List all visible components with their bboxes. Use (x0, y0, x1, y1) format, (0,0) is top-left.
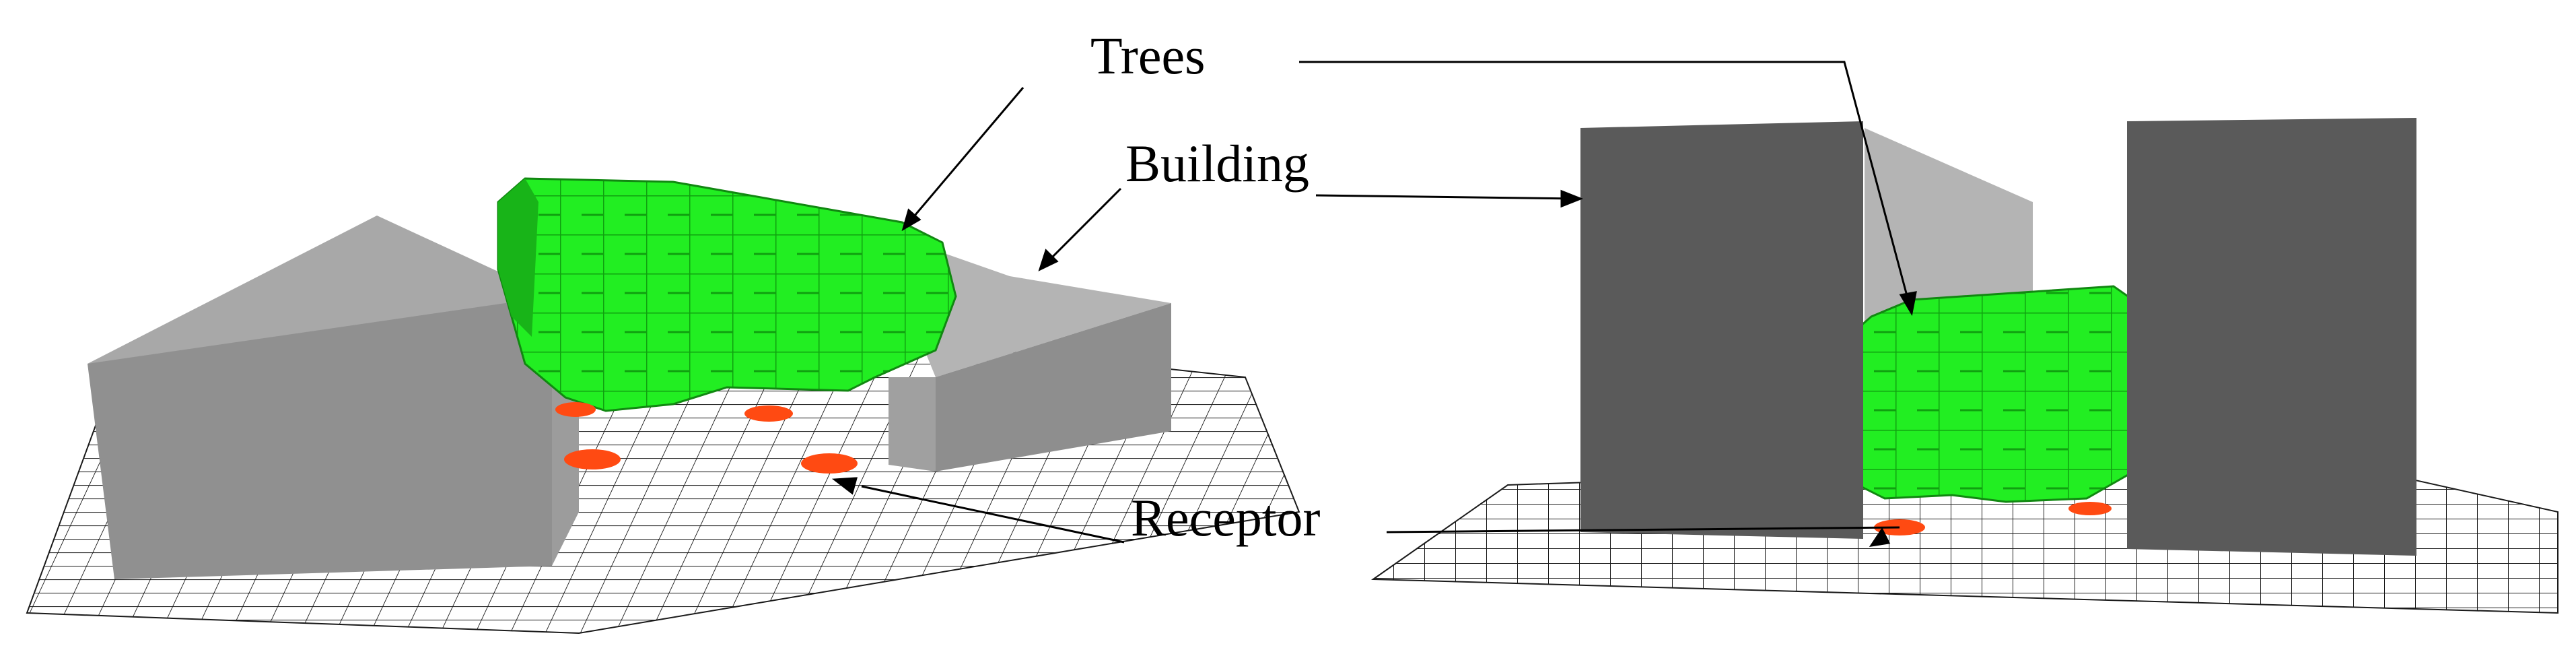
arrowhead (1869, 527, 1891, 548)
building-left-a (88, 216, 579, 579)
callout-lines (831, 61, 1917, 548)
receptors-left (555, 402, 858, 474)
receptor-marker (2068, 502, 2112, 515)
building-callout-left (1042, 187, 1122, 267)
receptor-marker (564, 449, 621, 469)
right-scene (1370, 118, 2558, 614)
receptor-callout-right (1386, 526, 1900, 533)
building-right-left (1580, 121, 1863, 539)
arrowhead (1899, 291, 1917, 317)
arrowhead (831, 477, 858, 495)
tree-canopy-left (497, 177, 957, 412)
receptor-marker (555, 402, 596, 417)
trees-label: Trees (1090, 26, 1206, 85)
receptor-marker (801, 453, 858, 474)
building-label: Building (1125, 134, 1310, 193)
receptor-callout-left (861, 485, 1125, 544)
arrowhead (901, 208, 921, 232)
receptor-marker (744, 405, 793, 422)
arrowhead (1038, 249, 1059, 271)
left-scene (26, 177, 1300, 635)
building-callout-right (1315, 194, 1579, 200)
arrowhead (1560, 189, 1584, 208)
trees-callout-right (1299, 61, 1913, 314)
building-right-right (2127, 118, 2416, 556)
trees-callout-left (902, 87, 1024, 230)
receptor-label: Receptor (1131, 488, 1321, 547)
